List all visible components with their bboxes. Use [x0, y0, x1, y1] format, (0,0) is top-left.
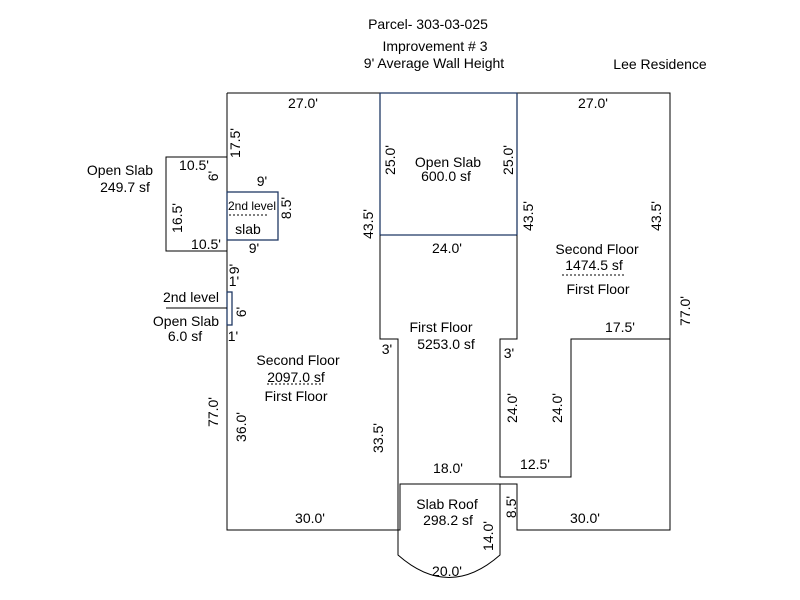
dim-roof-right-14: 14.0': [480, 521, 496, 551]
second-floor-right-lower: First Floor: [567, 281, 630, 297]
building-outline: [226, 92, 671, 531]
dim-left-outer-vert: 77.0': [205, 397, 221, 427]
dim-roof-bottom: 20.0': [432, 563, 462, 579]
dim-open-top-left-vert: 25.0': [382, 145, 398, 175]
dim-top-right: 27.0': [578, 95, 608, 111]
dim-inner-bottom: 12.5': [520, 456, 550, 472]
dim-mid-right-vert: 43.5': [520, 201, 536, 231]
dim-left-1-bottom: 1': [228, 328, 238, 344]
slab-roof-outline: [397, 484, 501, 578]
center-first-floor-right-outline: [499, 235, 670, 478]
dim-left-9: 9': [226, 264, 242, 274]
dim-inner-24-left: 24.0': [504, 393, 520, 423]
second-floor-left-lower: First Floor: [265, 388, 328, 404]
dim-mid-left-vert: 43.5': [360, 209, 376, 239]
dim-right-outer-vert: 77.0': [677, 296, 693, 326]
open-slab-left-name: Open Slab: [87, 162, 153, 178]
center-first-floor-name: First Floor: [410, 319, 473, 335]
dim-open-top-right-vert: 25.0': [500, 145, 516, 175]
dim-slab2-bottom: 9': [249, 240, 259, 256]
improvement-number: Improvement # 3: [382, 38, 487, 54]
dim-slab-left-vert: 16.5': [169, 203, 185, 233]
wall-height: 9' Average Wall Height: [364, 55, 505, 71]
dim-left-1-top: 1': [229, 273, 239, 289]
dim-small-slab-6: 6': [233, 307, 249, 317]
open-slab-top-area: 600.0 sf: [421, 168, 471, 184]
dim-roof-top: 18.0': [433, 460, 463, 476]
dim-mid-width: 24.0': [432, 240, 462, 256]
dim-slab2-vert: 8.5': [278, 197, 294, 219]
center-first-floor-outline: [379, 235, 399, 484]
second-level-slab-line1: 2nd level: [228, 199, 276, 213]
dim-left-inner-vert: 36.0': [233, 412, 249, 442]
dim-bottom-right: 30.0': [570, 510, 600, 526]
second-floor-right-area: 1474.5 sf: [565, 257, 623, 273]
open-slab-left-outline: [165, 156, 227, 252]
parcel-id: Parcel- 303-03-025: [368, 16, 488, 32]
center-first-floor-area: 5253.0 sf: [417, 336, 475, 352]
dim-notch-right: 3': [504, 345, 514, 361]
dim-right-notch-width: 17.5': [605, 319, 635, 335]
second-floor-right-upper: Second Floor: [555, 241, 639, 257]
dim-center-left-vert: 33.5': [370, 423, 386, 453]
dim-slab-left-6: 6': [205, 171, 221, 181]
dim-left-top-vertical: 17.5': [227, 128, 243, 158]
dim-far-right-vert: 43.5': [648, 201, 664, 231]
dim-roof-left-85: 8.5': [503, 496, 519, 518]
small-slab-upper: 2nd level: [163, 289, 219, 305]
dim-slab-left-bottom: 10.5': [191, 236, 221, 252]
dim-slab2-top: 9': [257, 173, 267, 189]
dim-notch-left: 3': [382, 341, 392, 357]
slab-roof-name: Slab Roof: [416, 496, 478, 512]
small-slab-area: 6.0 sf: [168, 328, 202, 344]
small-slab-name: Open Slab: [153, 313, 219, 329]
second-floor-left-upper: Second Floor: [256, 352, 340, 368]
small-slab-outline: [226, 291, 233, 326]
dim-slab-left-top: 10.5': [179, 157, 209, 173]
owner-name: Lee Residence: [613, 56, 707, 72]
open-slab-top-name: Open Slab: [415, 154, 481, 170]
dim-top-left: 27.0': [288, 95, 318, 111]
second-level-slab-outline: [226, 191, 279, 241]
dim-inner-24-right: 24.0': [549, 393, 565, 423]
second-floor-left-area: 2097.0 sf: [267, 369, 325, 385]
open-slab-left-area: 249.7 sf: [100, 179, 150, 195]
second-level-slab-line2: slab: [235, 221, 261, 237]
dim-bottom-left: 30.0': [295, 510, 325, 526]
slab-roof-area: 298.2 sf: [423, 512, 473, 528]
